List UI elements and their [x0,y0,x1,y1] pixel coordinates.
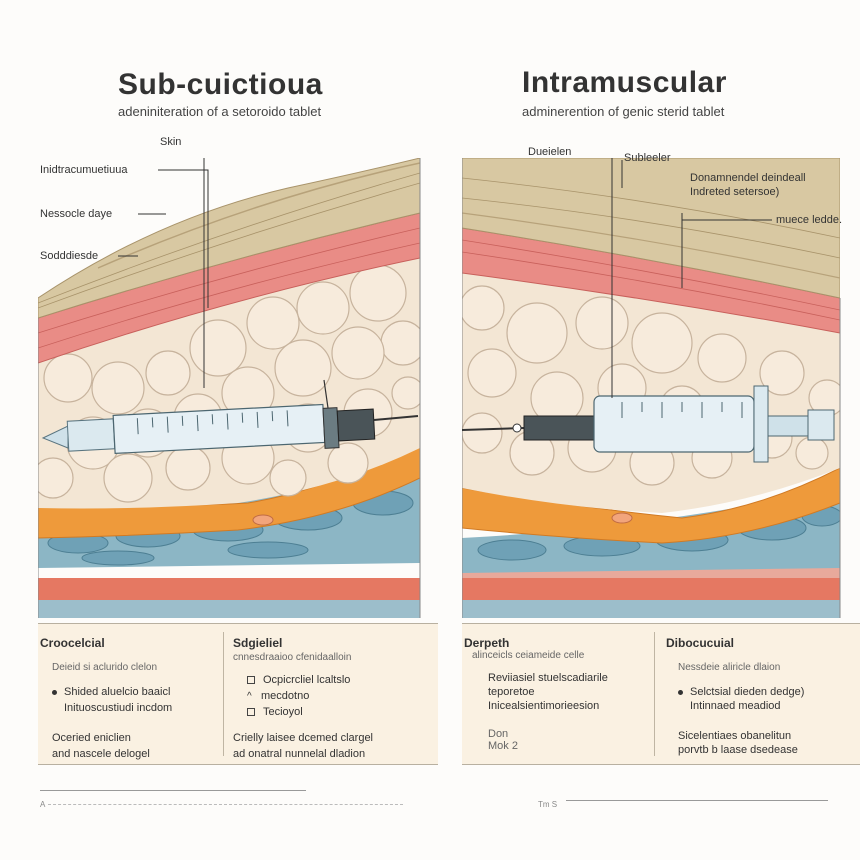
left-footer: A [40,800,46,809]
right-info-col1-foot-1: Don [488,728,509,740]
right-label-indirect: Indreted setersoe) [690,186,780,198]
syringe-icon [41,379,419,455]
left-info-col1-head: Croocelcial [40,636,105,650]
left-info-col1-small: Deieid si aclurido clelon [52,662,158,673]
right-info-col2-foot-1: Sicelentiaes obanelitun [678,730,792,742]
right-label-subcutaneous: Subleeler [624,152,671,164]
right-info-col1-small: alinceicls ceiameide celle [472,650,585,661]
bullet-icon [678,689,683,695]
left-panel: Skin Inidtracumuetiuua Nessocle daye Sod… [38,136,438,768]
fascia-strip-bottom [462,578,840,600]
left-label-skin: Skin [160,136,182,148]
right-info-box: Derpeth alinceicls ceiameide celle Revii… [462,623,860,765]
caret-icon: ^ [247,690,252,702]
right-panel: Dueielen Subleeler Donamnendel deindeall… [462,146,860,768]
right-title: Intramuscular [522,66,727,99]
right-info-col1-line-1: Reviiasiel stuelscadiarile [488,672,608,684]
left-label-needle-depth: Nessocle daye [40,208,113,220]
skin-layer [38,158,420,319]
checkbox-icon [247,708,255,717]
right-info-col1-foot-2: Mok 2 [488,740,518,752]
right-info-col2-small: Nessdeie aliricle dlaion [678,662,781,673]
left-info-col2-item-3: Tecioyol [247,706,303,718]
right-info-col2-head: Dibocucuial [666,636,735,650]
subcutaneous-cross-section [38,158,421,618]
skin-layer [462,158,840,299]
bullet-icon [52,689,57,695]
right-info-col2-bullet-1: Selctsial dieden dedge) [678,686,804,698]
right-footer: Tm S [538,800,558,809]
right-info-col1-line-2: teporetoe [488,686,535,698]
right-label-muscle: muece ledde. [776,214,843,226]
left-info-col2-foot-2: ad onatral nunnelal dladion [233,748,366,760]
left-info-col2-item-1: Ocpicrcliel lcaltslo [247,674,350,686]
left-info-col1-foot-1: Oceried eniclien [52,732,131,744]
left-info-box: Croocelcial Deieid si aclurido clelon Sh… [38,623,438,765]
fascia-strip-bottom [38,578,420,600]
right-info-col1-head: Derpeth [464,636,510,650]
left-info-col2-foot-1: Crielly laisee dcemed clargel [233,732,374,744]
intramuscular-cross-section [462,158,841,618]
right-info-col2-bullet-2: Intinnaed meadiod [690,700,781,712]
left-label-intradermal: Inidtracumuetiuua [40,164,128,176]
left-info-col2-head: Sdgieliel [233,636,283,650]
checkbox-icon [247,676,255,685]
left-label-subcutaneous: Sodddiesde [40,250,99,262]
right-subtitle: adminerention of genic sterid tablet [522,104,725,119]
right-label-dermis: Dueielen [528,146,572,158]
left-info-col1-bullet-2: Inituoscustiudi incdom [64,702,173,714]
syringe-icon [462,385,835,463]
left-info-col2-small: cnnesdraaioo cfenidaalloin [233,652,352,663]
left-info-col1-bullet-1: Shided aluelcio baaicl [52,686,170,698]
left-info-col2-item-2: ^mecdotno [247,690,310,702]
left-subtitle: adeniniteration of a setoroido tablet [118,104,322,119]
right-label-deep-tissue: Donamnendel deindeall [690,172,806,184]
right-info-col2-foot-2: porvtb b laase dsedease [678,744,798,756]
left-info-col1-foot-2: and nascele delogel [52,748,150,760]
left-title: Sub-cuictioua [118,68,323,101]
right-info-col1-line-3: Inicealsientimorieesion [488,700,600,712]
